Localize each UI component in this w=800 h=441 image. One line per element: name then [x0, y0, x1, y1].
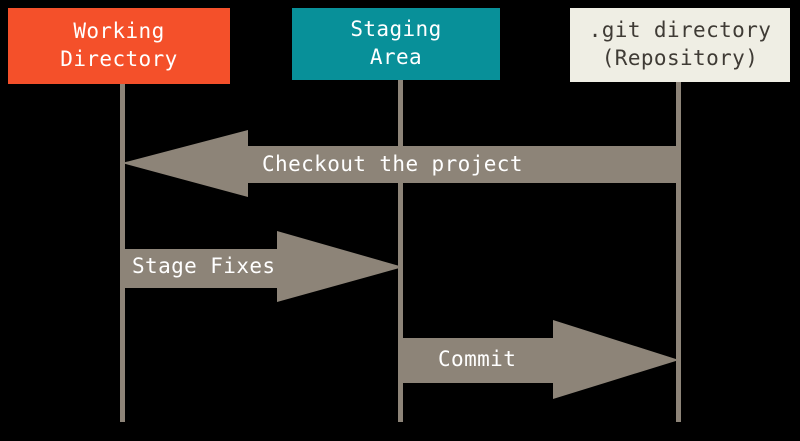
lifeline-staging-area — [398, 80, 403, 422]
arrow-shape-right — [402, 320, 679, 399]
stage-label-line2: Directory — [60, 47, 178, 71]
arrow-label-stage-fixes: Stage Fixes — [132, 254, 276, 278]
stage-label-line2: Area — [369, 45, 423, 69]
stage-label-line1: Staging — [350, 17, 442, 42]
stage-box-git-directory: .git directory (Repository) — [570, 8, 790, 82]
arrow-checkout-the-project — [122, 130, 680, 197]
arrow-shape-left — [122, 130, 680, 197]
lifeline-git-directory — [676, 82, 681, 422]
stage-box-working-directory: Working Directory — [8, 8, 230, 84]
arrow-label-commit: Commit — [438, 347, 517, 371]
arrow-commit — [402, 320, 679, 399]
arrow-stage-fixes — [122, 231, 403, 302]
stage-label-line1: Working — [73, 19, 165, 44]
arrow-label-checkout: Checkout the project — [262, 152, 523, 176]
stage-label-line2: (Repository) — [601, 46, 759, 70]
arrow-shape-right — [122, 231, 403, 302]
stage-label-line1: .git directory — [588, 18, 772, 43]
stage-box-staging-area: Staging Area — [292, 8, 500, 80]
